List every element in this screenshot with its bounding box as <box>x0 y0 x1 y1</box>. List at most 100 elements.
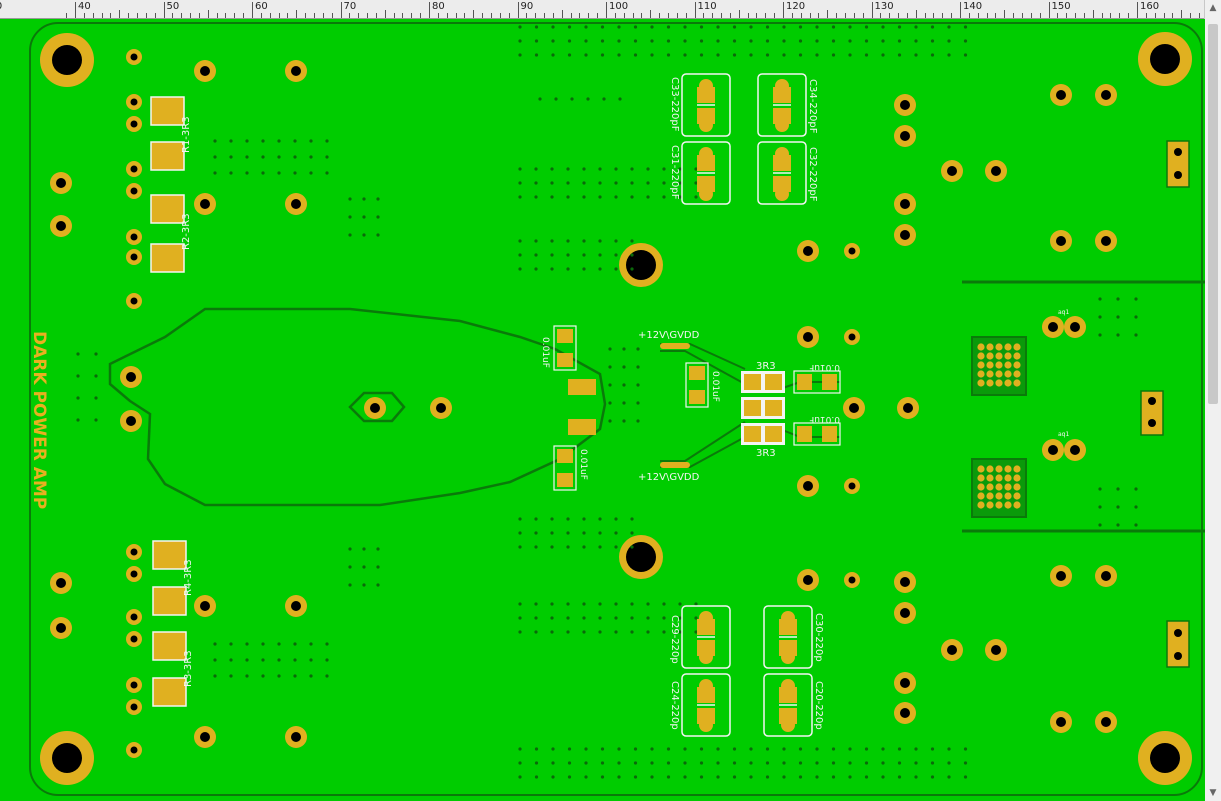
ruler-tick <box>853 13 855 18</box>
array-pad <box>1013 501 1021 509</box>
ruler-tick <box>75 2 76 18</box>
array-pad <box>1004 483 1012 491</box>
via <box>630 253 634 257</box>
array-pad <box>995 352 1003 360</box>
array-pad <box>986 370 994 378</box>
scroll-up-icon[interactable]: ▲ <box>1209 3 1217 13</box>
via <box>699 761 704 765</box>
through-hole-pad <box>126 566 142 582</box>
via <box>1116 297 1120 301</box>
via <box>732 39 737 43</box>
via <box>534 25 539 29</box>
via <box>277 674 281 678</box>
ruler-label: 130 <box>874 1 894 12</box>
via <box>630 531 634 535</box>
via <box>914 761 918 765</box>
via <box>76 352 80 356</box>
pcb-canvas[interactable]: DARK POWER AMP R1-3R3 R2-3R3 R4-3R3 R3-3… <box>0 19 1205 801</box>
via <box>699 39 704 43</box>
via <box>554 97 558 101</box>
capacitor-label: C32-220pF <box>807 147 818 202</box>
via <box>76 396 80 400</box>
via <box>881 53 885 57</box>
via <box>749 775 753 779</box>
ruler-label: 150 <box>1051 1 1071 12</box>
via <box>293 674 297 678</box>
scroll-down-icon[interactable]: ▼ <box>1209 788 1217 798</box>
via <box>636 419 640 423</box>
via <box>749 39 753 43</box>
via <box>229 642 233 646</box>
capacitor-c20: C20-220p <box>763 673 824 737</box>
through-hole-pad <box>797 475 819 497</box>
power-label: +12V\GVDD <box>638 472 700 483</box>
via <box>1098 523 1102 527</box>
through-hole-pad <box>126 229 142 245</box>
through-hole-pad <box>126 116 142 132</box>
ruler-tick <box>597 13 599 18</box>
via <box>646 181 650 185</box>
array-pad <box>977 343 985 351</box>
via <box>947 39 951 43</box>
via <box>831 39 836 43</box>
array-pad <box>1013 492 1021 500</box>
via <box>376 583 380 587</box>
scroll-thumb[interactable] <box>1208 24 1218 404</box>
array-pad <box>977 474 985 482</box>
through-hole-pad <box>126 631 142 647</box>
through-hole-pad <box>1095 711 1117 733</box>
via <box>600 39 605 43</box>
ruler-tick <box>667 13 669 18</box>
via <box>551 761 555 765</box>
array-pad <box>995 465 1003 473</box>
via <box>622 401 626 405</box>
cap-label: 0.01uF <box>540 337 550 368</box>
ruler-tick <box>977 13 979 18</box>
vertical-scrollbar[interactable]: ▲ ▼ <box>1204 0 1221 801</box>
via <box>683 761 687 765</box>
through-hole-pad <box>894 94 916 116</box>
via <box>848 747 852 751</box>
ruler-tick <box>898 13 900 18</box>
via <box>1116 315 1120 319</box>
capacitor-c32: C32-220pF <box>757 141 818 205</box>
capacitor-label: C34-220pF <box>807 79 818 134</box>
capacitor-c34: C34-220pF <box>757 73 818 137</box>
through-hole-pad <box>126 183 142 199</box>
via <box>650 39 654 43</box>
via <box>584 25 588 29</box>
via <box>277 155 281 159</box>
ruler-tick <box>278 13 280 18</box>
through-hole-pad <box>844 572 860 588</box>
through-hole-pad <box>1050 565 1072 587</box>
via <box>309 171 313 175</box>
via <box>622 383 626 387</box>
via <box>848 761 852 765</box>
via <box>699 747 704 751</box>
via <box>76 418 80 422</box>
via <box>678 167 682 171</box>
ruler-label: 160 <box>1140 1 1160 12</box>
via <box>831 775 836 779</box>
via <box>600 775 605 779</box>
via <box>518 775 522 779</box>
through-hole-pad <box>1064 316 1086 338</box>
ruler-tick <box>260 13 262 18</box>
via <box>348 197 352 201</box>
via <box>551 39 555 43</box>
via <box>617 25 621 29</box>
via <box>636 401 640 405</box>
through-hole-pad <box>50 572 72 594</box>
via <box>518 630 522 634</box>
via <box>617 761 621 765</box>
via <box>376 565 380 569</box>
via <box>348 233 352 237</box>
via <box>622 347 626 351</box>
via <box>617 775 621 779</box>
via <box>362 233 366 237</box>
array-pad <box>977 379 985 387</box>
via <box>630 181 634 185</box>
via <box>765 761 770 765</box>
board-outline <box>29 22 1203 796</box>
via <box>518 253 522 257</box>
